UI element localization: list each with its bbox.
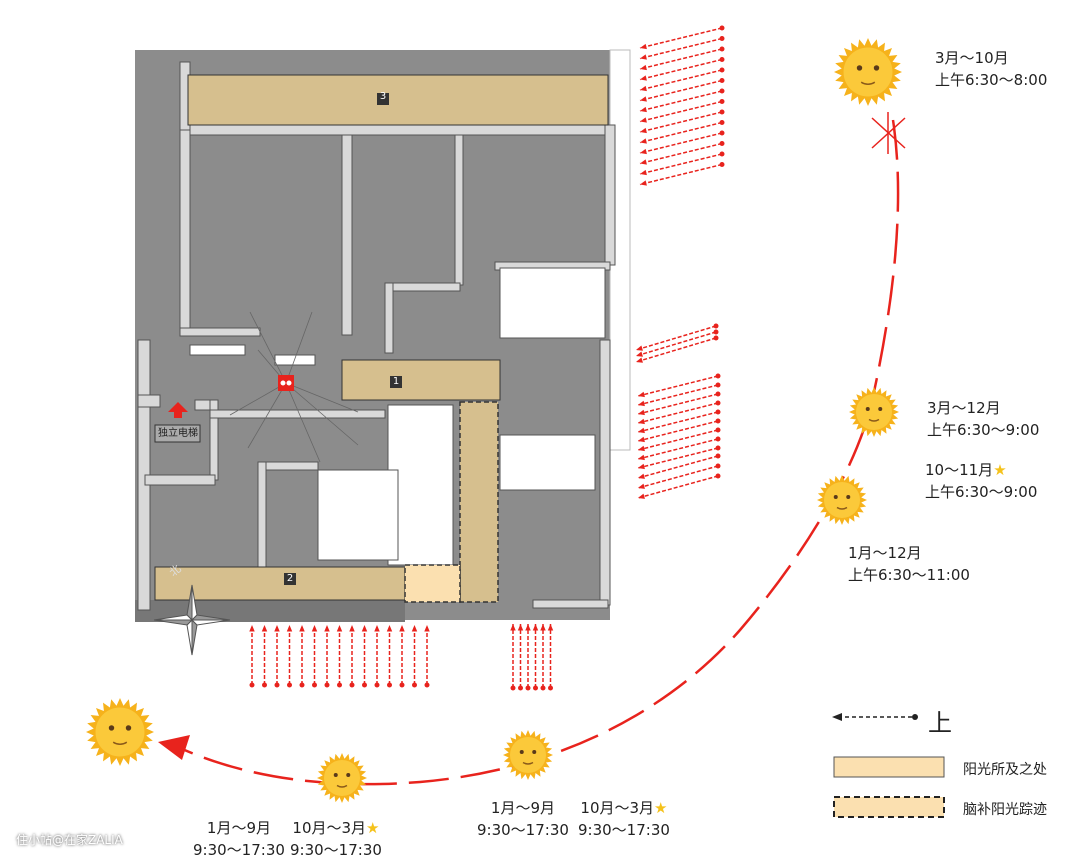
sun-zone-3: [187, 74, 609, 126]
sunlight-arrow: [637, 445, 721, 470]
sunlight-arrow: [361, 625, 368, 688]
sun-icon: [834, 38, 902, 106]
sunlight-arrow: [639, 109, 725, 134]
sunlight-arrow: [637, 436, 721, 461]
sunlight-arrow: [517, 624, 524, 691]
sunlight-arrow: [637, 391, 721, 416]
imagined-zone-bottom: [404, 564, 461, 603]
sunlight-arrow: [249, 625, 255, 688]
sunlight-arrows: [249, 25, 725, 691]
sunrise-marker: [871, 112, 906, 154]
imagined-zone-vertical: [459, 401, 499, 603]
sunlight-arrow: [637, 373, 721, 398]
sunlight-arrow: [525, 624, 531, 691]
sunlight-arrow: [639, 57, 725, 81]
sun-time-1: 3月～10月上午6:30～8:00: [935, 49, 1048, 89]
sunlight-arrow: [639, 25, 725, 50]
sun-time-3: 10～11月★上午6:30～9:00: [925, 461, 1038, 501]
sunlight-arrow: [424, 625, 430, 688]
sunlight-arrow: [637, 463, 721, 489]
sunlight-arrow: [510, 624, 516, 691]
elevator-label: 独立电梯: [158, 428, 198, 439]
zone-label-2: 2: [286, 573, 294, 584]
sunlight-arrow: [349, 625, 355, 688]
sun-time-8: 10月～3月★9:30～17:30: [578, 799, 670, 839]
sunlight-arrow: [311, 625, 318, 688]
sunlight-arrow: [637, 473, 721, 499]
sunlight-arrow: [540, 624, 546, 691]
sunlight-arrow: [639, 141, 725, 165]
sunlight-arrow: [637, 427, 721, 452]
sunlight-arrow: [637, 400, 721, 425]
sunlight-arrow: [639, 67, 725, 92]
sunlight-arrow: [639, 88, 725, 113]
elevator-arrow-icon: [168, 402, 188, 418]
legend: [832, 713, 945, 818]
compass-icon: [153, 584, 231, 656]
sunlight-arrow: [635, 323, 719, 351]
legend-solid-swatch: [833, 756, 945, 778]
sunlight-arrow: [324, 625, 330, 688]
zone-label-1: 1: [392, 376, 400, 387]
sun-icon: [849, 387, 899, 437]
sunlight-arrow: [639, 99, 725, 123]
sunlight-arrow: [274, 625, 280, 688]
sun-zone-2: [154, 566, 406, 601]
sunlight-arrow: [639, 78, 725, 102]
zone-label-3: 3: [379, 91, 387, 102]
sunlight-arrow: [336, 625, 343, 688]
floor-plan: [135, 49, 631, 656]
sunlight-arrow: [637, 418, 721, 443]
sun-zone-1: [341, 359, 501, 401]
sunlight-arrow: [411, 625, 418, 688]
sunlight-arrow: [639, 120, 725, 144]
legend-dashed-swatch: [833, 796, 945, 818]
sunlight-arrow: [399, 625, 405, 688]
sunlight-arrow: [639, 36, 725, 60]
sunlight-arrow: [639, 130, 725, 155]
sunlight-arrow: [639, 162, 725, 186]
sun-icon: [503, 730, 553, 780]
sunlight-arrow: [386, 625, 393, 688]
sunlight-arrow: [286, 625, 293, 688]
legend-dashed-label: 脑补阳光踪迹: [963, 802, 1047, 818]
sunlight-arrow: [299, 625, 305, 688]
sunlight-arrow: [635, 335, 719, 363]
sunlight-arrow: [532, 624, 539, 691]
sun-path-arrowhead: [158, 735, 190, 760]
sun-icon: [86, 698, 154, 766]
legend-solid-label: 阳光所及之处: [963, 762, 1047, 778]
sunlight-arrow: [637, 409, 721, 434]
sunlight-arrow: [261, 625, 268, 688]
sunlight-arrow: [547, 624, 554, 691]
sun-icon: [317, 753, 367, 803]
watermark: 住小帖@在家ZALIA: [16, 833, 123, 847]
sunlight-arrow: [635, 329, 719, 357]
sun-time-2: 3月～12月上午6:30～9:00: [927, 399, 1040, 439]
sunlight-arrow: [637, 382, 721, 407]
legend-arrow-label: 上: [928, 709, 952, 737]
sun-path-arc: [179, 119, 900, 786]
camera-marker: [278, 375, 294, 391]
sunlight-arrow: [639, 46, 725, 71]
sun-time-4: 1月～12月上午6:30～11:00: [848, 544, 970, 584]
sun-time-6: 10月～3月★9:30～17:30: [290, 819, 382, 859]
sun-icon: [817, 475, 867, 525]
sunlight-arrow: [639, 151, 725, 176]
sunlight-arrow: [637, 453, 721, 479]
sunlight-arrow: [374, 625, 380, 688]
